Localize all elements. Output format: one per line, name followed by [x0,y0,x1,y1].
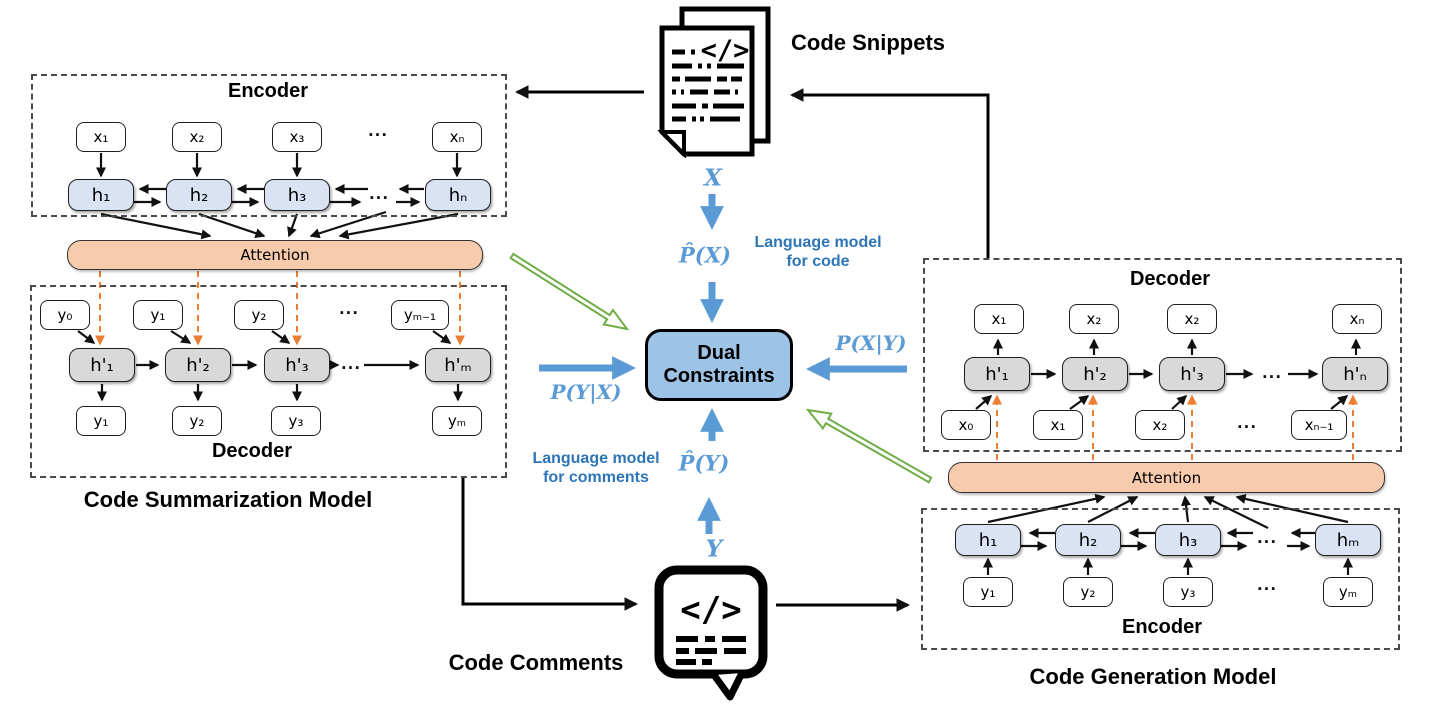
lm-comments-line1: Language model [532,449,660,467]
code-comments-label: Code Comments [448,650,624,675]
right-enc-input-node: y₂ [1063,577,1113,607]
left-enc-input-node: xₙ [432,122,482,152]
right-dec-output-node: x₂ [1069,304,1119,334]
ellipsis: ... [1236,414,1258,432]
svg-text:</>: </> [701,35,750,66]
ellipsis: ... [340,355,362,373]
left-dec-hidden-node: h'ₘ [425,348,491,382]
left-decoder-title: Decoder [211,440,293,462]
left-encoder-title: Encoder [227,80,309,102]
left-dec-output-node: yₘ [432,406,482,436]
right-attention-bar: Attention [948,462,1385,493]
right-dec-input-node: xₙ₋₁ [1291,410,1347,440]
x-symbol: X [704,164,722,192]
right-enc-hidden-node: h₃ [1155,524,1221,556]
p-y-given-x-label: P(Y|X) [550,380,622,404]
right-decoder-title: Decoder [1129,268,1211,290]
right-encoder-box [921,508,1400,650]
ellipsis: ... [338,300,360,318]
green-arrows [509,252,933,484]
code-snippets-icon: </> [648,6,774,159]
left-enc-hidden-node: h₁ [68,179,134,211]
code-comments-icon: </> [652,563,772,703]
black-arrows [77,153,1362,575]
ellipsis: ... [368,185,390,203]
right-encoder-title: Encoder [1121,616,1203,638]
left-dec-hidden-node: h'₂ [165,348,231,382]
left-dec-hidden-node: h'₁ [69,348,135,382]
ellipsis: ... [1256,576,1278,594]
code-snippets-label: Code Snippets [790,30,946,55]
right-dec-hidden-node: h'₂ [1062,357,1128,391]
right-dec-hidden-node: h'₁ [964,357,1030,391]
right-enc-hidden-node: h₂ [1055,524,1121,556]
left-enc-input-node: x₃ [272,122,322,152]
ellipsis: ... [1261,364,1283,382]
lm-comments-label: Language model for comments [532,449,659,487]
right-dec-hidden-node: h'₃ [1159,357,1225,391]
left-encoder-box [31,74,507,217]
phat-y-label: P̂(Y) [678,450,730,476]
right-enc-input-node: y₃ [1163,577,1213,607]
left-dec-output-node: y₂ [172,406,222,436]
right-dec-output-node: x₁ [974,304,1024,334]
flow-connectors [461,85,990,612]
left-enc-input-node: x₂ [172,122,222,152]
right-dec-input-node: x₀ [941,410,991,440]
left-enc-hidden-node: h₃ [264,179,330,211]
right-enc-hidden-node: hₘ [1315,524,1381,556]
left-attention-to-dual-green-arrow [509,252,630,331]
lm-code-line1: Language model [754,233,882,251]
right-decoder-box [923,258,1402,452]
right-dec-output-node: x₂ [1167,304,1217,334]
lm-code-label: Language model for code [754,233,881,271]
left-decoder-to-comments-arrow [461,478,639,611]
right-enc-hidden-node: h₁ [955,524,1021,556]
lm-code-line2: for code [786,253,850,270]
left-enc-hidden-node: h₂ [166,179,232,211]
left-dec-hidden-node: h'₃ [264,348,330,382]
left-dec-input-node: y₁ [133,300,183,330]
y-symbol: Y [705,535,723,563]
ellipsis: ... [367,122,389,140]
left-enc-hidden-node: hₙ [425,179,491,211]
lm-comments-line2: for comments [543,469,649,486]
left-dec-input-node: y₀ [40,300,90,330]
right-dec-output-node: xₙ [1332,304,1382,334]
left-model-title: Code Summarization Model [83,487,373,512]
left-enc-input-node: x₁ [76,122,126,152]
right-decoder-to-snippets-arrow [789,88,990,258]
dual-line1: Dual [697,342,741,364]
right-dec-input-node: x₂ [1135,410,1185,440]
attention-links [95,271,1358,460]
left-dec-output-node: y₃ [271,406,321,436]
blue-arrows [539,194,907,534]
right-model-title: Code Generation Model [1029,664,1277,689]
left-dec-input-node: yₘ₋₁ [391,300,449,330]
dual-line2: Constraints [663,365,775,387]
left-dec-output-node: y₁ [76,406,126,436]
p-x-given-y-label: P(X|Y) [835,331,907,355]
right-enc-input-node: yₘ [1323,577,1373,607]
svg-text:</>: </> [680,590,741,630]
right-dec-hidden-node: h'ₙ [1322,357,1388,391]
right-dec-input-node: x₁ [1033,410,1083,440]
ellipsis: ... [1256,529,1278,547]
phat-x-label: P̂(X) [679,242,731,268]
dual-constraints-box: Dual Constraints [645,329,793,401]
left-dec-input-node: y₂ [234,300,284,330]
left-attention-bar: Attention [67,240,483,270]
right-enc-input-node: y₁ [963,577,1013,607]
right-attention-to-dual-green-arrow [805,408,933,484]
left-decoder-box [30,285,507,478]
